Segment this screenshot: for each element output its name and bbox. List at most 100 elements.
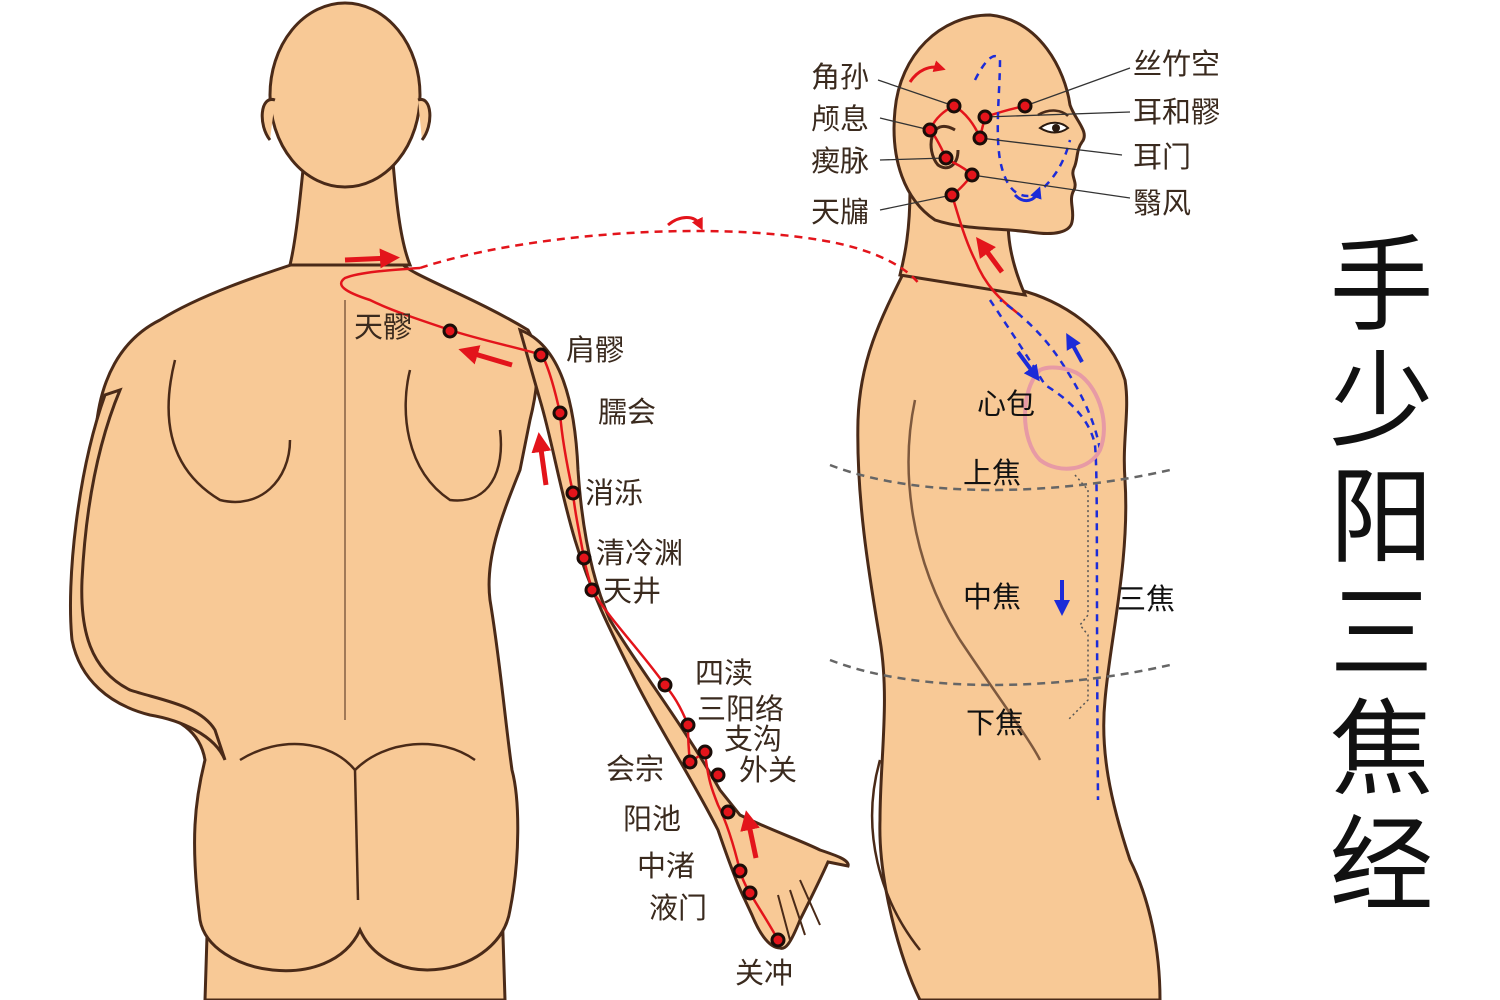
diagram-title: 手少阳三焦经: [1311, 230, 1433, 926]
label-yifeng: 翳风: [1133, 186, 1191, 220]
label-luxi: 颅息: [811, 102, 869, 136]
point-tianliao[interactable]: [442, 323, 458, 339]
point-jianliao[interactable]: [533, 347, 549, 363]
label-tianjing: 天井: [603, 574, 661, 608]
label-jiaosun: 角孙: [811, 60, 869, 94]
label-yangchi: 阳池: [623, 802, 681, 836]
point-zhigou[interactable]: [697, 744, 713, 760]
boundary-upper: [829, 463, 1171, 492]
shoulder-to-neck-dashed: [419, 229, 921, 286]
label-sanjiao: 三焦: [1117, 582, 1175, 616]
label-zhigou: 支沟: [724, 722, 782, 756]
point-luxi[interactable]: [922, 122, 938, 138]
arrow-upper-arm: [531, 432, 552, 486]
side-body: [856, 268, 1162, 1000]
label-yemen: 液门: [649, 891, 707, 925]
label-shangjiao: 上焦: [963, 456, 1021, 490]
point-tianjing[interactable]: [584, 582, 600, 598]
internal-path-down: [988, 299, 1100, 801]
label-xiajiao: 下焦: [966, 706, 1024, 740]
label-sizhukong: 丝竹空: [1133, 47, 1220, 81]
label-erheliao: 耳和髎: [1133, 95, 1220, 129]
leader-erheliao: [984, 111, 1131, 118]
point-qinglengyuan[interactable]: [576, 550, 592, 566]
pericardium-shape: [1023, 365, 1106, 471]
internal-labels: 心包 上焦 中焦 下焦 三焦: [963, 387, 1175, 740]
arrow-internal-up: [1066, 332, 1084, 363]
leader-sizhukong: [1024, 67, 1131, 107]
side-figure: [856, 13, 1162, 1000]
label-tianliao: 天髎: [354, 310, 412, 344]
point-erheliao[interactable]: [977, 109, 993, 125]
label-ermen: 耳门: [1133, 140, 1191, 174]
back-ear-right: [417, 98, 432, 141]
label-jianliao: 肩髎: [566, 333, 624, 367]
label-zhongzhu: 中渚: [637, 849, 695, 883]
leader-ermen: [979, 137, 1123, 156]
back-fingers: [777, 879, 821, 941]
side-arm: [907, 399, 1042, 761]
leader-tianyou: [879, 194, 953, 211]
head-meridian-line: [928, 104, 1026, 316]
back-buttocks-cleft: [353, 769, 360, 901]
label-huizong: 会宗: [606, 752, 664, 786]
point-tianyou[interactable]: [944, 187, 960, 203]
side-pupil: [1052, 124, 1060, 132]
label-guanchong: 关冲: [735, 956, 793, 990]
acupoint-dots: [442, 98, 1033, 948]
point-guanchong[interactable]: [770, 932, 786, 948]
point-chimai[interactable]: [938, 150, 954, 166]
arrow-hand: [740, 810, 760, 859]
arrow-head-top: [908, 60, 946, 83]
head-point-labels: 角孙 颅息 瘈脉 天牖 丝竹空 耳和髎 耳门 翳风: [811, 47, 1220, 229]
point-xiaoluo[interactable]: [565, 485, 581, 501]
point-huizong[interactable]: [682, 754, 698, 770]
point-ermen[interactable]: [972, 130, 988, 146]
point-sizhukong[interactable]: [1017, 98, 1033, 114]
arrow-internal-down: [1016, 350, 1040, 382]
label-naohui: 臑会: [598, 395, 656, 429]
back-left-arm: [69, 387, 227, 761]
back-ear-left: [260, 98, 276, 141]
leader-luxi: [879, 117, 931, 131]
point-naohui[interactable]: [552, 405, 568, 421]
meridian-lines: [339, 54, 1171, 941]
back-figure: [69, 1, 850, 1000]
point-zhongzhu[interactable]: [732, 863, 748, 879]
arrow-neck-side: [976, 236, 1005, 274]
arrow-face: [1013, 186, 1042, 203]
point-yifeng[interactable]: [964, 167, 980, 183]
back-scapula-left: [167, 359, 292, 504]
point-yangchi[interactable]: [720, 804, 736, 820]
back-scapula-right: [404, 369, 503, 502]
arrow-neck-back: [344, 248, 400, 269]
leader-chimai: [879, 157, 947, 161]
side-buttock: [870, 759, 921, 951]
label-zhongjiao: 中焦: [963, 580, 1021, 614]
point-waiguan[interactable]: [710, 767, 726, 783]
sanjiao-bracket: [1067, 474, 1089, 721]
point-jiaosun[interactable]: [946, 98, 962, 114]
label-qinglengyuan: 清冷渊: [596, 536, 683, 570]
leader-jiaosun: [877, 79, 955, 107]
label-waiguan: 外关: [739, 753, 797, 787]
arm-meridian-line: [339, 266, 780, 941]
label-xinbao: 心包: [977, 387, 1035, 421]
internal-path-up: [999, 298, 1102, 451]
boundary-lower: [829, 658, 1171, 687]
point-sanyangluo[interactable]: [680, 717, 696, 733]
point-sidu[interactable]: [657, 677, 673, 693]
direction-arrows: [344, 60, 1084, 859]
back-head: [268, 1, 422, 189]
arrow-shoulder: [458, 345, 513, 368]
leader-lines: [877, 67, 1131, 211]
point-yemen[interactable]: [742, 885, 758, 901]
back-torso: [76, 251, 539, 973]
label-sanyangluo: 三阳络: [697, 692, 784, 726]
label-xiaoluo: 消泺: [585, 476, 643, 510]
back-point-labels: 天髎 肩髎 臑会 消泺 清冷渊 天井 四渎 三阳络 支沟 会宗 外关 阳池 中渚…: [354, 310, 797, 990]
leader-yifeng: [971, 174, 1131, 199]
label-tianyou: 天牖: [811, 195, 869, 229]
arrow-curve-mid: [667, 216, 703, 231]
